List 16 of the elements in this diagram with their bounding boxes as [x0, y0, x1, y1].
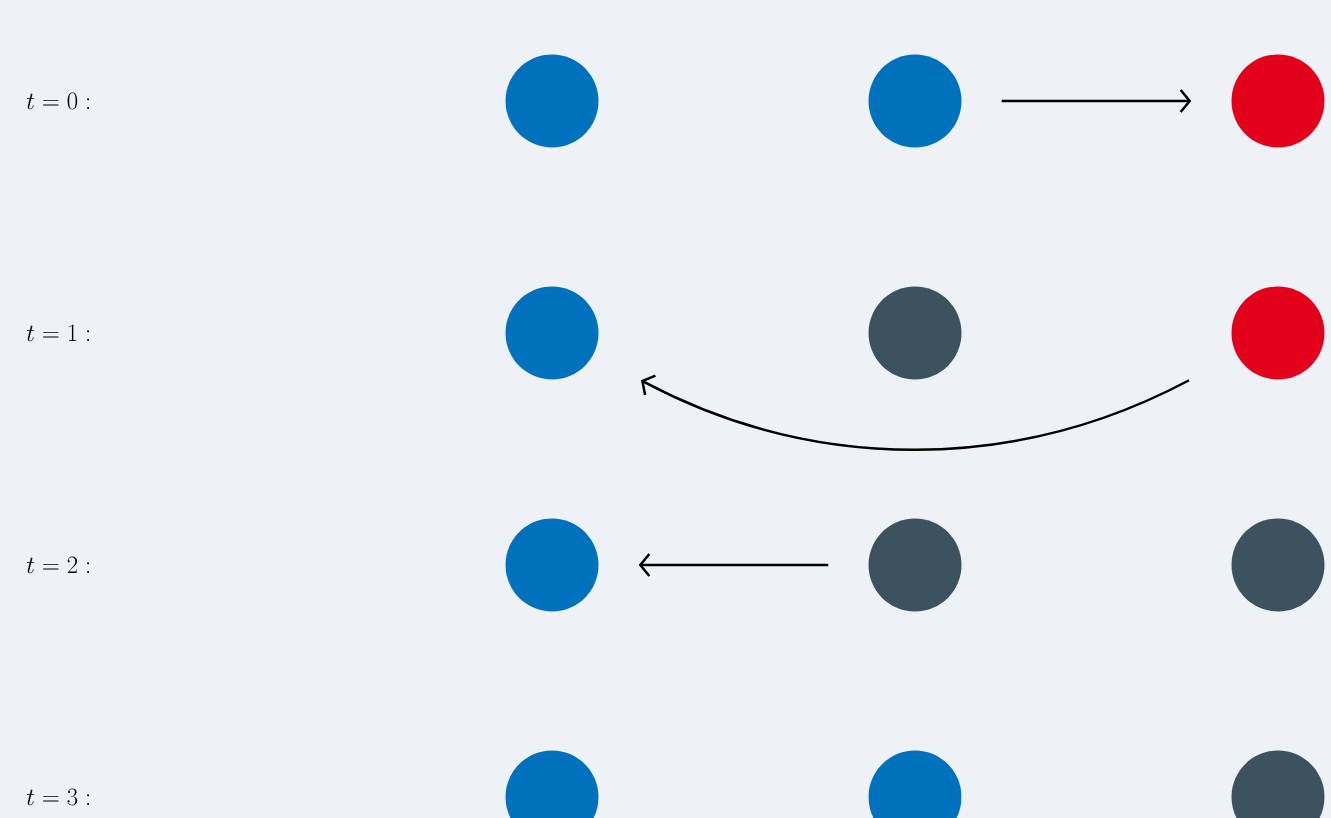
dot — [505, 286, 599, 380]
time-label: $t = 2 :$ — [26, 556, 90, 574]
arrow — [638, 553, 829, 577]
dot — [868, 518, 962, 612]
dot — [505, 54, 599, 148]
dot — [868, 286, 962, 380]
time-label: $t = 1 :$ — [26, 324, 90, 342]
dot — [1231, 54, 1325, 148]
time-label: $t = 3 :$ — [26, 788, 90, 806]
dot — [505, 518, 599, 612]
arrow — [1001, 89, 1192, 113]
dot — [1231, 286, 1325, 380]
arrow — [640, 374, 1190, 451]
time-label: $t = 0 :$ — [26, 92, 90, 110]
dot — [1231, 518, 1325, 612]
dot — [868, 54, 962, 148]
